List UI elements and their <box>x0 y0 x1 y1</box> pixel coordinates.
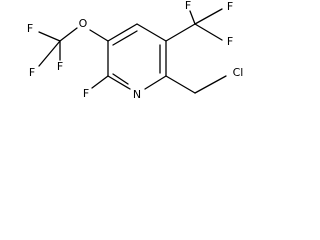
atom-f-ring: F <box>83 87 89 100</box>
bond-c3-c4 <box>107 23 138 42</box>
atom-f-cf3-b: F <box>227 0 233 13</box>
bond-cf3-f-c <box>194 23 223 41</box>
bond-n-c2 <box>107 75 131 90</box>
bond-c3-o <box>89 29 109 42</box>
atom-cl: Cl <box>233 66 244 79</box>
bond-ocf3-f-b <box>38 40 61 67</box>
bond-c2-f <box>91 75 109 89</box>
atom-f-cf3-a: F <box>185 0 191 12</box>
bond-c3-c4-double <box>112 30 138 46</box>
atom-n: N <box>133 88 141 101</box>
atom-o: O <box>79 17 88 30</box>
atom-f-cf3-c: F <box>227 35 233 48</box>
bond-ch2-cl <box>194 75 227 94</box>
bond-c5-cf3 <box>165 23 196 42</box>
bond-o-c <box>59 27 78 42</box>
bond-ocf3-f-a <box>38 31 61 42</box>
bond-cf3-f-b <box>194 8 223 25</box>
bond-c6-ch2 <box>165 75 196 94</box>
bond-cf3-f-a <box>189 10 196 25</box>
bond-n-c2-double <box>112 73 129 85</box>
structure-diagram: O N F F F F F F F Cl <box>27 0 244 101</box>
bond-c6-n <box>144 75 167 90</box>
atom-f-ocf3-c: F <box>57 60 63 73</box>
bond-c4-c5 <box>136 23 167 42</box>
atom-f-ocf3-a: F <box>27 22 33 35</box>
atom-f-ocf3-b: F <box>29 66 35 79</box>
